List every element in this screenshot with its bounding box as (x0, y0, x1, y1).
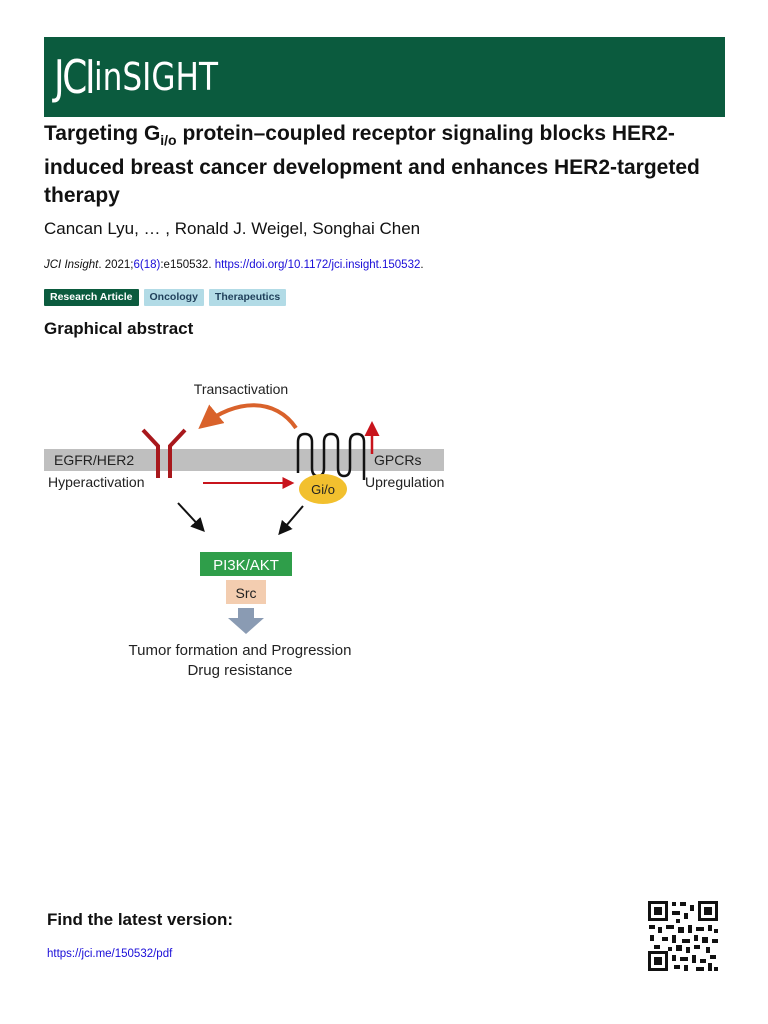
logo-insight-text: inSIGHT (94, 55, 219, 99)
tag-therapeutics[interactable]: Therapeutics (208, 289, 287, 306)
egfr-to-pi3k-arrow (177, 502, 205, 533)
author-list: Cancan Lyu, … , Ronald J. Weigel, Songha… (44, 219, 421, 238)
src-box (226, 580, 266, 604)
issue-link[interactable]: 6(18) (133, 259, 161, 271)
egfr-label: EGFR/HER2 (54, 452, 134, 468)
citation-line: JCI Insight. 2021;6(18):e150532. https:/… (44, 259, 424, 271)
gpcrs-label: GPCRs (374, 452, 421, 468)
doi-link[interactable]: https://doi.org/10.1172/jci.insight.1505… (214, 259, 421, 271)
journal-banner: JCI inSIGHT (44, 37, 725, 117)
title-rest: protein–coupled receptor signaling block… (44, 122, 700, 208)
latest-version-link[interactable]: https://jci.me/150532/pdf (47, 948, 173, 960)
citation-end: . (420, 259, 424, 271)
graphical-abstract-heading: Graphical abstract (44, 319, 194, 338)
gpcr-receptor-icon (296, 432, 366, 480)
tag-list: Research Article Oncology Therapeutics (44, 289, 287, 306)
tag-oncology[interactable]: Oncology (143, 289, 204, 306)
title-subscript: i/o (160, 132, 177, 149)
outcome-tumor-label: Tumor formation and Progression (129, 642, 352, 659)
egfr-receptor-icon (141, 428, 187, 478)
title-start: Targeting G (44, 122, 161, 145)
logo-jci-text: JCI (54, 50, 96, 104)
pi3k-akt-box (200, 552, 292, 576)
down-arrow-icon (228, 608, 264, 634)
journal-name: JCI Insight (44, 259, 99, 271)
citation-year: . 2021; (98, 259, 134, 271)
hyperactivation-label: Hyperactivation (48, 474, 145, 490)
outcome-drug-label: Drug resistance (187, 662, 292, 679)
src-label: Src (236, 585, 257, 601)
jci-insight-logo: JCI inSIGHT (54, 37, 245, 117)
gio-label: Gi/o (311, 482, 335, 497)
cell-membrane (44, 449, 444, 471)
transactivation-label: Transactivation (194, 381, 288, 397)
latest-version-heading: Find the latest version: (47, 910, 234, 929)
tag-research-article[interactable]: Research Article (44, 289, 139, 306)
qr-code-icon[interactable] (646, 899, 720, 973)
upregulation-label: Upregulation (365, 474, 444, 490)
graphical-abstract-diagram: Transactivation EGFR/HER2 Hyperactivatio… (44, 381, 444, 679)
pi3k-akt-label: PI3K/AKT (213, 557, 279, 574)
gio-protein-node (299, 474, 347, 504)
article-id: :e150532. (160, 259, 215, 271)
transactivation-arrow (198, 403, 298, 430)
article-title: Targeting Gi/o protein–coupled receptor … (44, 120, 734, 210)
gio-to-pi3k-arrow (278, 505, 304, 536)
